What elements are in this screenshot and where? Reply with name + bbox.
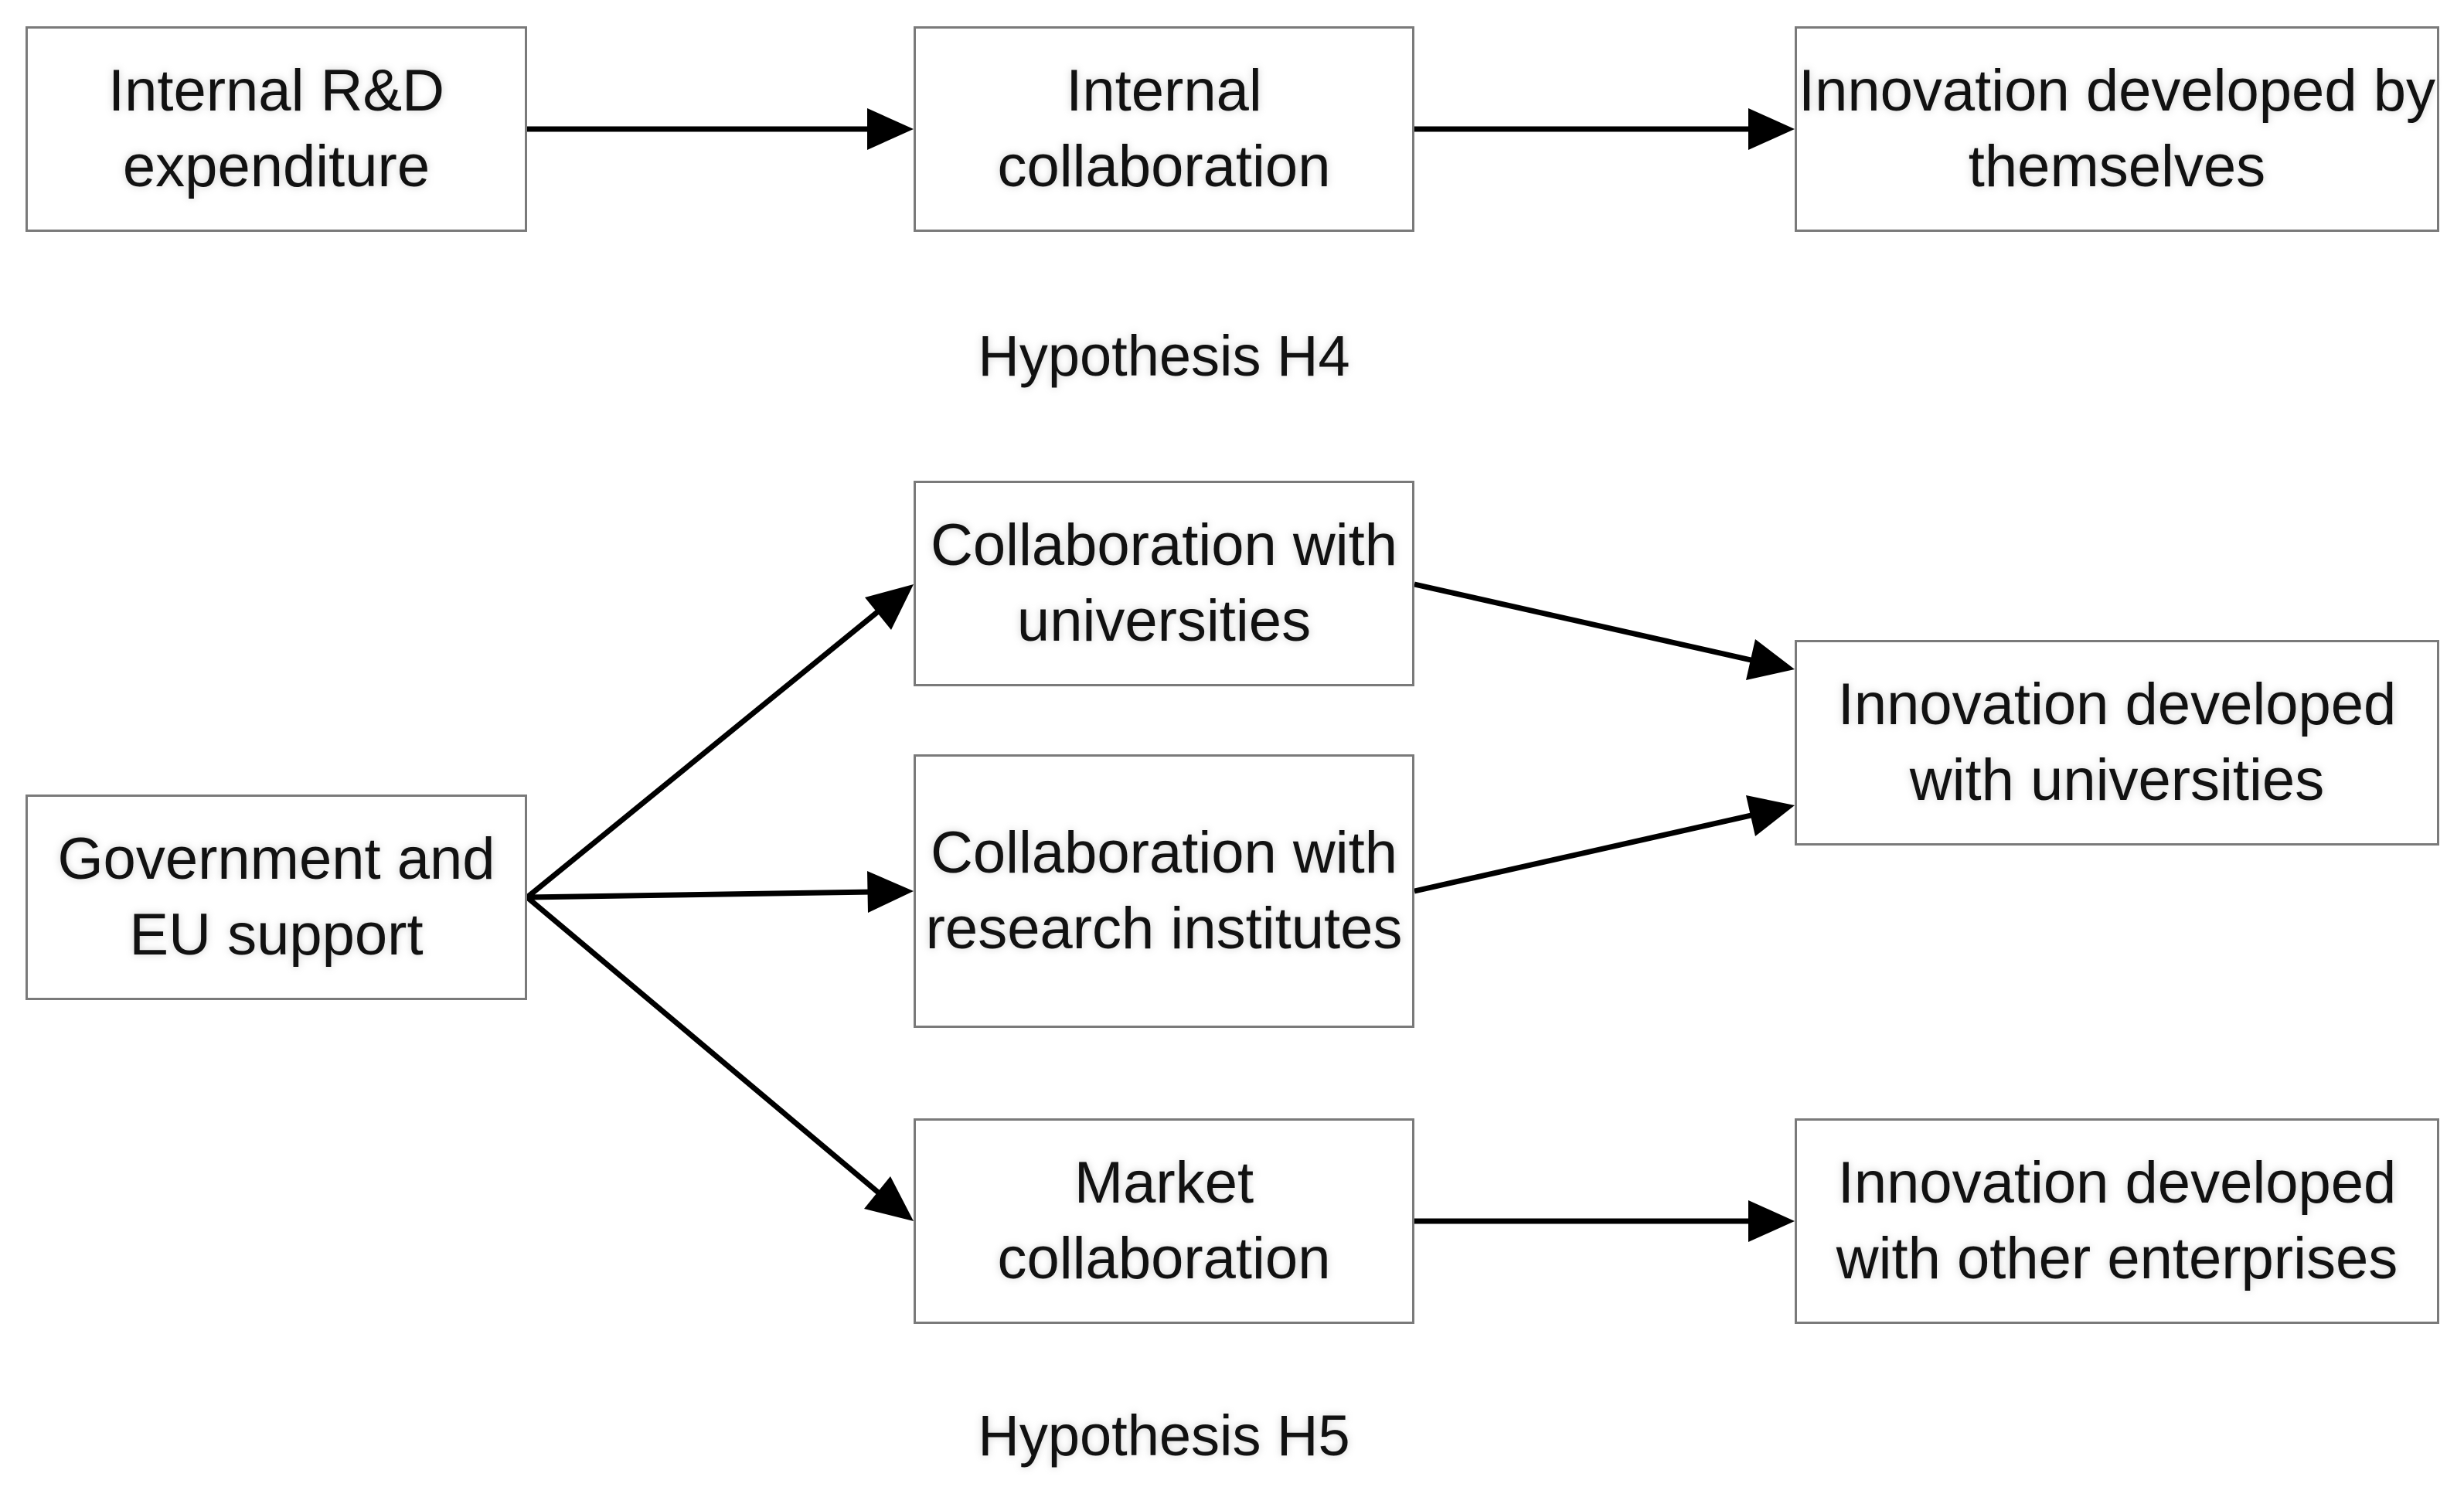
node-label: Internal collaboration <box>997 58 1331 199</box>
edge-gov-to-universities <box>525 584 914 900</box>
node-collaboration-research-institutes: Collaboration with research institutes <box>914 754 1414 1028</box>
node-label: Collaboration with universities <box>930 512 1398 654</box>
node-label: Innovation developed by themselves <box>1799 58 2435 199</box>
edge-market-to-enterprises <box>1414 1200 1795 1242</box>
edge-universities-to-innovation <box>1414 581 1795 680</box>
node-internal-rd-expenditure: Internal R&D expenditure <box>26 26 527 232</box>
edge-gov-to-research <box>526 871 914 913</box>
node-government-eu-support: Government and EU support <box>26 795 527 1000</box>
caption-hypothesis-h4: Hypothesis H4 <box>978 324 1350 388</box>
edge-gov-to-market <box>525 895 914 1221</box>
node-label: Collaboration with research institutes <box>925 820 1403 961</box>
node-innovation-with-universities: Innovation developed with universities <box>1795 640 2439 846</box>
node-label: Innovation developed with other enterpri… <box>1836 1150 2398 1291</box>
node-innovation-with-enterprises: Innovation developed with other enterpri… <box>1795 1118 2439 1324</box>
edge-internal-to-themselves <box>1414 108 1795 150</box>
caption-hypothesis-h5: Hypothesis H5 <box>978 1404 1350 1468</box>
node-label: Innovation developed with universities <box>1837 672 2397 813</box>
edge-research-to-innovation <box>1414 795 1795 894</box>
node-label: Market collaboration <box>997 1150 1331 1291</box>
node-innovation-by-themselves: Innovation developed by themselves <box>1795 26 2439 232</box>
node-market-collaboration: Market collaboration <box>914 1118 1414 1324</box>
node-collaboration-universities: Collaboration with universities <box>914 481 1414 686</box>
node-label: Government and EU support <box>57 826 495 968</box>
node-label: Internal R&D expenditure <box>107 58 445 199</box>
edge-rd-to-internal <box>527 108 914 150</box>
node-internal-collaboration: Internal collaboration <box>914 26 1414 232</box>
